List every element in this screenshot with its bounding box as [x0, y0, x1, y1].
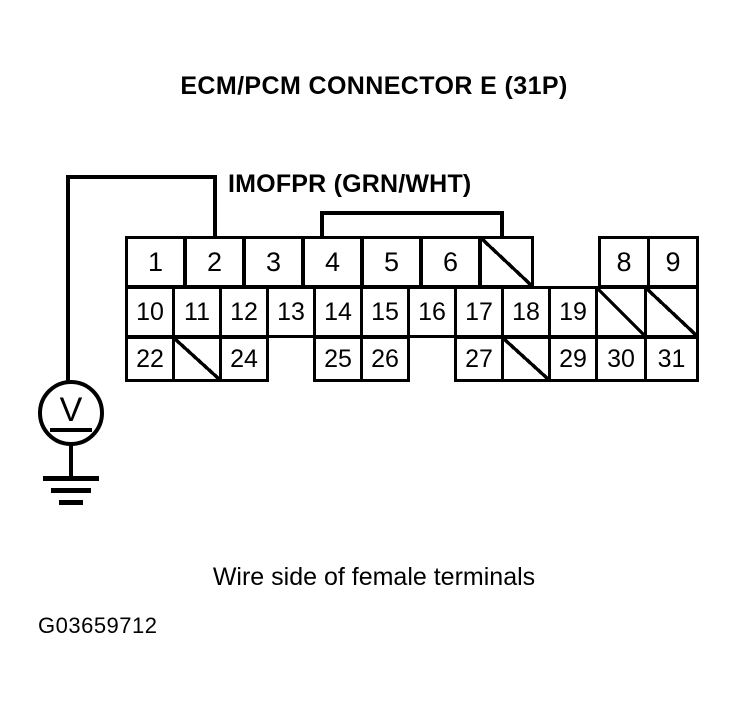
- voltmeter-label: V: [59, 391, 83, 429]
- ground-bar-middle: [51, 488, 91, 493]
- connector-cell-31[interactable]: 31: [644, 336, 699, 382]
- test-lead-vertical-left: [66, 175, 70, 382]
- test-lead-drop-to-terminal-2: [213, 175, 217, 238]
- diagram-title: ECM/PCM CONNECTOR E (31P): [180, 72, 568, 100]
- connector-cell-3[interactable]: 3: [243, 236, 304, 288]
- connector-cell-26[interactable]: 26: [360, 336, 410, 382]
- cell-label: 1: [147, 246, 164, 277]
- connector-cell-17[interactable]: 17: [454, 286, 504, 338]
- cell-label: 18: [512, 297, 540, 326]
- ground-lead-vertical: [69, 444, 73, 479]
- connector-cell-2[interactable]: 2: [184, 236, 245, 288]
- connector-cell-5[interactable]: 5: [361, 236, 422, 288]
- connector-cell-9[interactable]: 9: [647, 236, 699, 288]
- cell-label: 16: [418, 297, 446, 326]
- connector-cell-16[interactable]: 16: [407, 286, 457, 338]
- cell-label: 13: [277, 297, 305, 326]
- cell-label: 4: [324, 246, 341, 277]
- connector-cell-29[interactable]: 29: [548, 336, 598, 382]
- cell-label: 17: [465, 297, 493, 326]
- connector-cell-27[interactable]: 27: [454, 336, 504, 382]
- circuit-label-imofpr: IMOFPR (GRN/WHT): [228, 170, 472, 198]
- voltmeter-symbol: V: [38, 380, 104, 446]
- cell-label: 30: [607, 344, 635, 373]
- connector-cell-unused-23[interactable]: [172, 336, 222, 382]
- connector-cell-18[interactable]: 18: [501, 286, 551, 338]
- test-lead-horizontal-top: [66, 175, 217, 179]
- ground-bar-top: [43, 476, 99, 481]
- cell-label: 12: [230, 297, 258, 326]
- cell-label: 24: [230, 344, 258, 373]
- cell-label: 2: [206, 246, 223, 277]
- connector-cell-12[interactable]: 12: [219, 286, 269, 338]
- connector-cell-1[interactable]: 1: [125, 236, 186, 288]
- ground-bar-bottom: [59, 500, 83, 505]
- figure-caption: Wire side of female terminals: [212, 563, 536, 591]
- connector-cell-11[interactable]: 11: [172, 286, 222, 338]
- cell-label: 26: [371, 344, 399, 373]
- cell-label: 8: [616, 246, 632, 277]
- connector-cell-22[interactable]: 22: [125, 336, 175, 382]
- connector-cell-unused-21[interactable]: [644, 286, 699, 338]
- connector-cell-10[interactable]: 10: [125, 286, 175, 338]
- connector-cell-4[interactable]: 4: [302, 236, 363, 288]
- cell-label: 19: [559, 297, 587, 326]
- connector-cell-19[interactable]: 19: [548, 286, 598, 338]
- circuit-bracket-right-drop: [500, 211, 504, 238]
- cell-label: 25: [324, 344, 352, 373]
- cell-label: 31: [657, 344, 686, 373]
- connector-cell-24[interactable]: 24: [219, 336, 269, 382]
- cell-label: 10: [136, 297, 164, 326]
- connector-cell-15[interactable]: 15: [360, 286, 410, 338]
- cell-label: 15: [371, 297, 399, 326]
- cell-label: 29: [559, 344, 587, 373]
- connector-cell-14[interactable]: 14: [313, 286, 363, 338]
- cell-label: 11: [184, 297, 210, 326]
- connector-cell-30[interactable]: 30: [595, 336, 647, 382]
- cell-label: 6: [442, 246, 459, 277]
- circuit-bracket-left-drop: [320, 211, 324, 238]
- connector-cell-unused-20[interactable]: [595, 286, 647, 338]
- connector-cell-6[interactable]: 6: [420, 236, 481, 288]
- connector-cell-25[interactable]: 25: [313, 336, 363, 382]
- figure-code: G03659712: [38, 613, 158, 638]
- cell-label: 27: [465, 344, 493, 373]
- connector-cell-8[interactable]: 8: [598, 236, 650, 288]
- cell-label: 3: [265, 246, 282, 277]
- connector-cell-unused-28[interactable]: [501, 336, 551, 382]
- cell-label: 5: [383, 246, 400, 277]
- circuit-bracket-top: [320, 211, 504, 215]
- cell-label: 14: [324, 297, 352, 326]
- connector-cell-unused-7[interactable]: [479, 236, 534, 288]
- voltmeter-underline: [50, 428, 92, 432]
- cell-label: 22: [136, 344, 164, 373]
- connector-cell-13[interactable]: 13: [266, 286, 316, 338]
- cell-label: 9: [665, 246, 681, 277]
